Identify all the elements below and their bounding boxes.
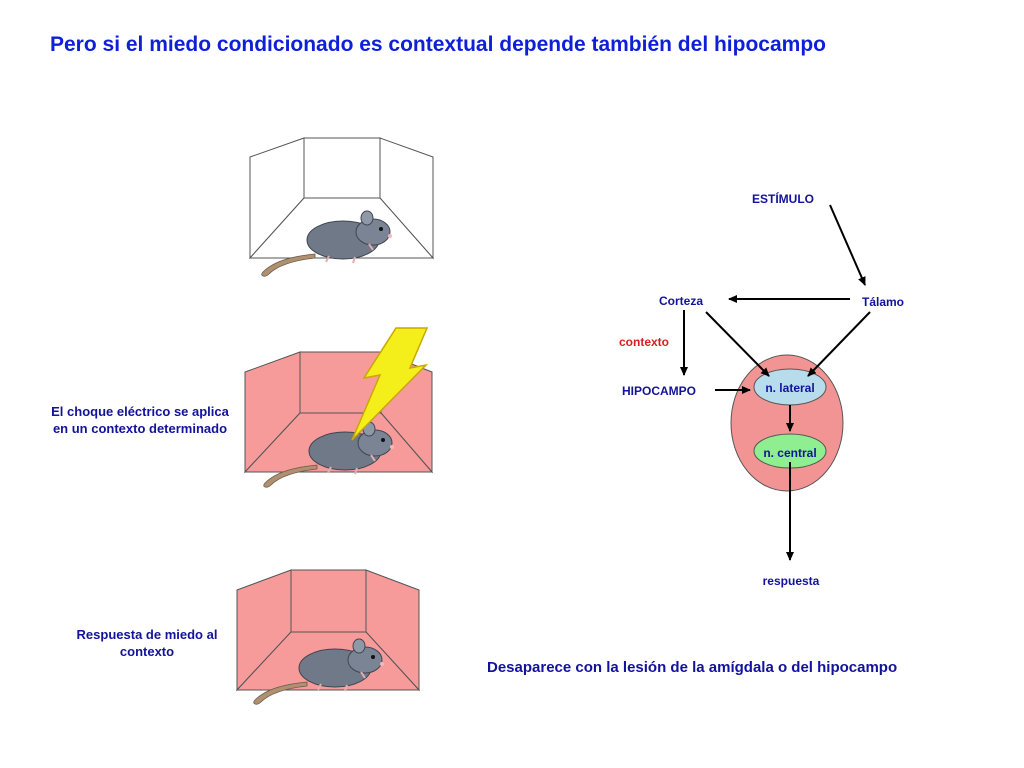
response-caption-line-2: contexto	[119, 644, 175, 659]
label-central-nucleus: n. central	[763, 446, 816, 460]
shock-caption: El choque eléctrico se aplica en un cont…	[30, 403, 250, 437]
label-response: respuesta	[763, 574, 820, 588]
label-cortex: Corteza	[659, 294, 703, 308]
label-hippocampus: HIPOCAMPO	[622, 384, 696, 398]
lightning-bolt-icon	[351, 327, 429, 441]
arrow-cortex-lateral	[705, 311, 770, 377]
context-box-2	[243, 327, 434, 489]
bottom-note: Desaparece con la lesión de la amígdala …	[487, 659, 898, 676]
response-caption-line-1: Respuesta de miedo al	[76, 627, 218, 642]
context-box-1	[248, 137, 435, 278]
context-box-3	[235, 569, 421, 706]
shock-caption-line-2: en un contexto determinado	[52, 421, 228, 436]
arrow-stimulus-thalamus	[829, 204, 866, 286]
label-context: contexto	[619, 335, 669, 349]
response-caption: Respuesta de miedo al contexto	[52, 626, 242, 660]
label-lateral-nucleus: n. lateral	[765, 381, 814, 395]
slide-title: Pero si el miedo condicionado es context…	[50, 33, 826, 56]
label-thalamus: Tálamo	[862, 295, 904, 309]
label-stimulus: ESTÍMULO	[752, 191, 814, 206]
shock-caption-line-1: El choque eléctrico se aplica	[51, 404, 229, 419]
amygdala-diagram: ESTÍMULO Tálamo Corteza contexto HIPOCAM…	[619, 191, 904, 588]
arrow-thalamus-lateral	[807, 311, 871, 377]
